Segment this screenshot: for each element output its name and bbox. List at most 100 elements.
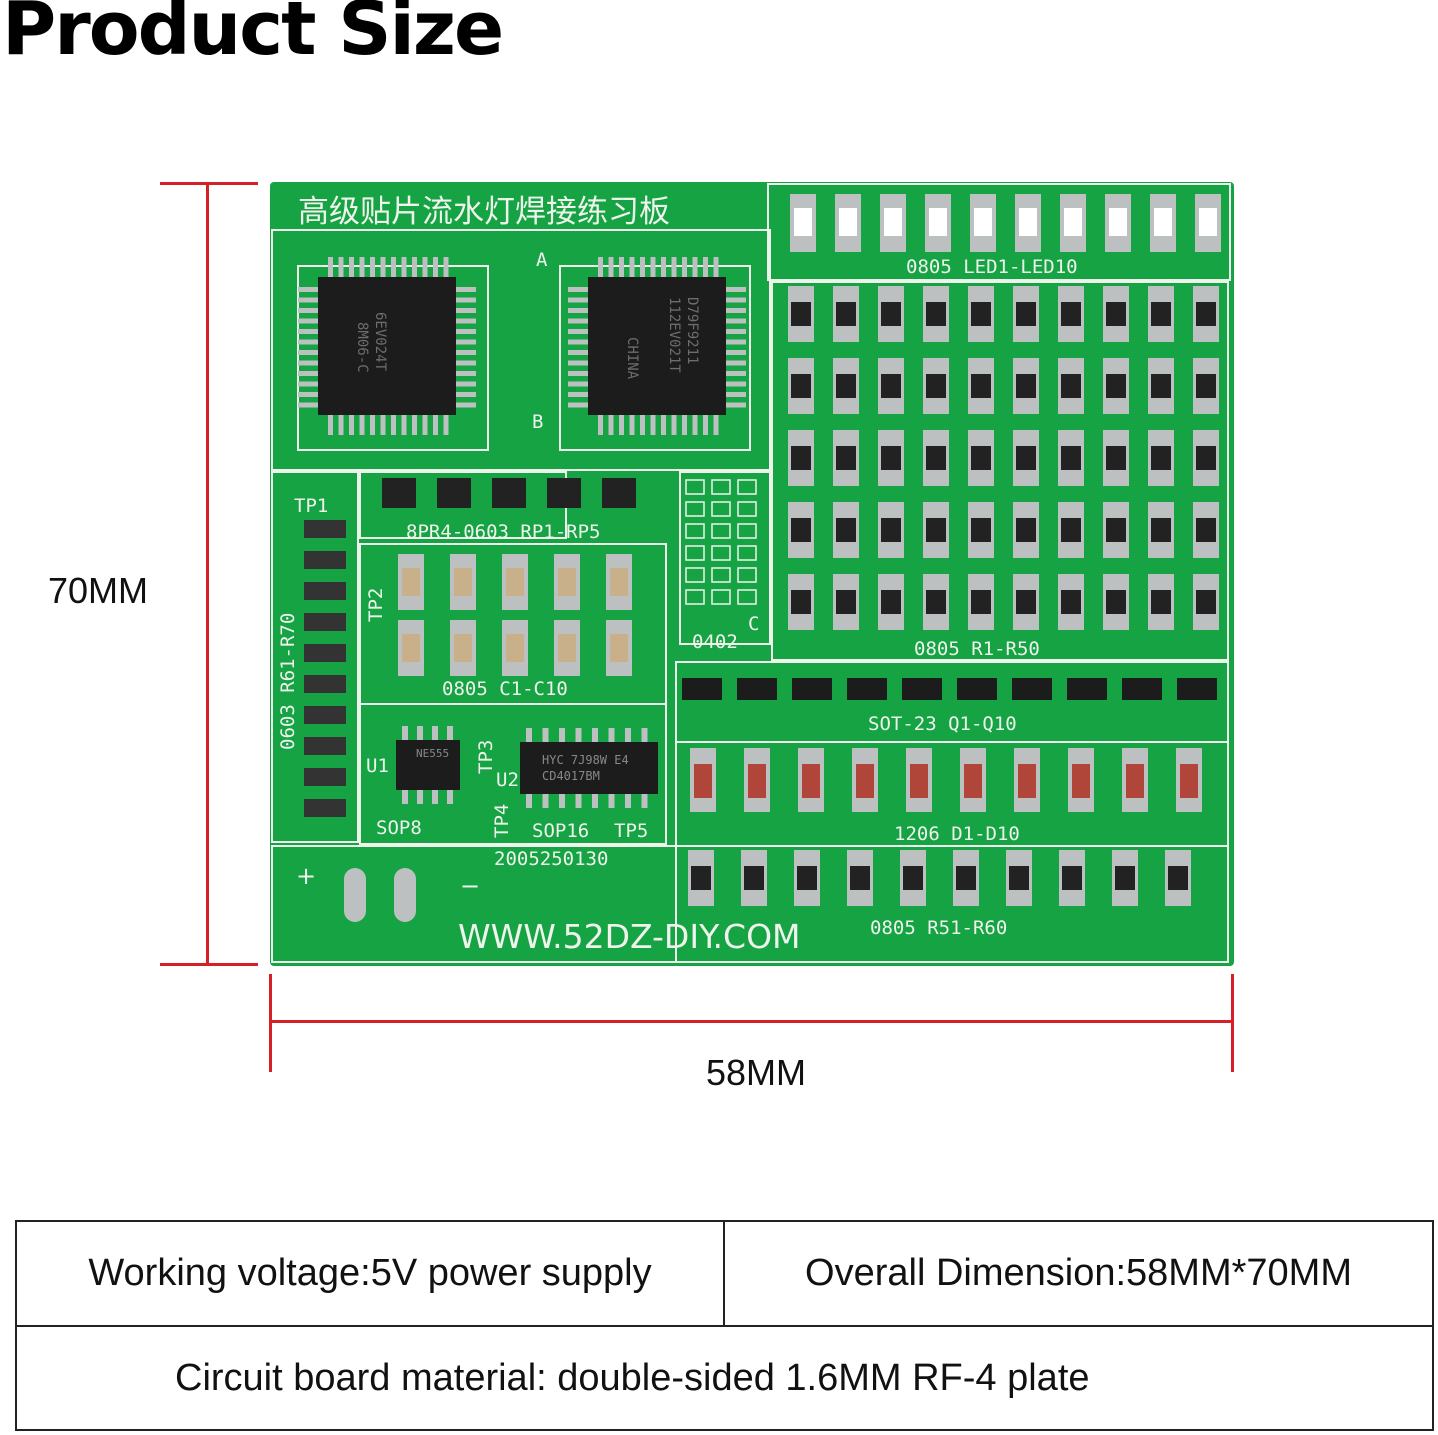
chip-pin <box>608 415 614 435</box>
label-c: C <box>748 613 759 635</box>
width-line <box>269 1020 1234 1023</box>
chip-pin <box>619 415 624 435</box>
chip-pin <box>456 318 476 324</box>
resistor-body <box>1061 446 1081 470</box>
chip-pin <box>692 415 698 435</box>
chip-pin <box>380 257 386 277</box>
led-body <box>929 208 947 236</box>
sop-pin <box>526 728 532 742</box>
resistor-body <box>791 446 811 470</box>
diode-body <box>964 764 982 798</box>
chip-pin <box>682 415 687 435</box>
chip-pin <box>349 257 354 277</box>
tiny-pad <box>711 479 731 495</box>
resistor-body <box>926 590 946 614</box>
resistor-body <box>1106 302 1126 326</box>
resistor-body <box>1016 518 1036 542</box>
label-rpack: 8PR4-0603 RP1-RP5 <box>406 521 600 543</box>
chip-pin <box>298 402 318 408</box>
board-serial: 2005250130 <box>494 848 608 870</box>
label-r61: 0603 R61-R70 <box>277 613 299 750</box>
resistor-body <box>926 446 946 470</box>
silk-frame <box>359 703 667 845</box>
resistor-small <box>304 520 346 538</box>
transistor <box>792 678 832 700</box>
chip-pin <box>568 371 588 376</box>
chip-pin <box>629 415 635 435</box>
height-line <box>206 182 209 966</box>
chip-pin <box>456 308 476 313</box>
chip-pin <box>598 415 603 435</box>
chip-pin <box>456 392 476 397</box>
label-a: A <box>536 249 548 271</box>
tiny-pad <box>711 589 731 605</box>
spec-table: Working voltage:5V power supply Overall … <box>15 1220 1434 1431</box>
silk-frame <box>271 845 677 963</box>
chip-pin <box>328 257 333 277</box>
chip-pin <box>456 329 476 334</box>
led-body <box>839 208 857 236</box>
sop-pin <box>417 790 423 804</box>
label-caps: 0805 C1-C10 <box>442 678 568 700</box>
label-0402: 0402 <box>692 631 738 653</box>
tiny-pad <box>685 501 705 517</box>
width-right-tick <box>1231 974 1234 1072</box>
chip-2-text-2: 112EV021T <box>666 297 682 373</box>
resistor-body <box>1061 374 1081 398</box>
resistor-body <box>903 866 923 890</box>
capacitor-body <box>610 634 628 662</box>
resistor-body <box>791 374 811 398</box>
sop-pin <box>402 790 408 804</box>
transistor <box>1012 678 1052 700</box>
resistor-body <box>791 590 811 614</box>
chip-pin <box>661 257 666 277</box>
sop-pin <box>559 794 565 808</box>
chip-pin <box>726 402 746 408</box>
resistor-pack <box>382 478 416 508</box>
tiny-pad <box>685 523 705 539</box>
board-website: WWW.52DZ-DIY.COM <box>458 917 801 956</box>
chip-pin <box>298 329 318 334</box>
chip-pin <box>568 381 588 387</box>
chip-pin <box>726 308 746 313</box>
sop-pin <box>559 728 565 742</box>
chip-pin <box>629 257 635 277</box>
sop-pin <box>608 728 615 742</box>
chip-pin <box>713 257 719 277</box>
resistor-body <box>744 866 764 890</box>
width-label: 58MM <box>706 1052 807 1093</box>
chip-pin <box>456 402 476 408</box>
sop16-chip <box>520 742 658 794</box>
resistor-body <box>1196 302 1216 326</box>
chip-pin <box>598 257 603 277</box>
silk-frame <box>271 471 359 843</box>
capacitor-body <box>402 568 420 596</box>
chip-pin <box>391 415 396 435</box>
capacitor-body <box>454 568 472 596</box>
sop-pin <box>526 794 532 808</box>
chip-pin <box>568 329 588 334</box>
chip-pin <box>568 360 588 366</box>
resistor-body <box>1061 302 1081 326</box>
led-body <box>1154 208 1172 236</box>
chip-pin <box>692 257 698 277</box>
led-body <box>1199 208 1217 236</box>
chip-pin <box>422 257 428 277</box>
chip-pin <box>713 415 719 435</box>
resistor-body <box>1196 518 1216 542</box>
chip-pin <box>568 297 588 303</box>
resistor-body <box>691 866 711 890</box>
resistor-body <box>971 518 991 542</box>
chip-pin <box>568 339 588 345</box>
resistor-body <box>881 446 901 470</box>
chip-pin <box>422 415 428 435</box>
transistor <box>1122 678 1162 700</box>
capacitor-body <box>506 634 524 662</box>
chip-pin <box>703 257 708 277</box>
chip-pin <box>349 415 354 435</box>
chip-1-text-1: 8M06-C <box>354 322 370 373</box>
chip-pin <box>640 257 645 277</box>
resistor-small <box>304 675 346 693</box>
label-tp5: TP5 <box>614 820 648 842</box>
resistor-body <box>1061 590 1081 614</box>
